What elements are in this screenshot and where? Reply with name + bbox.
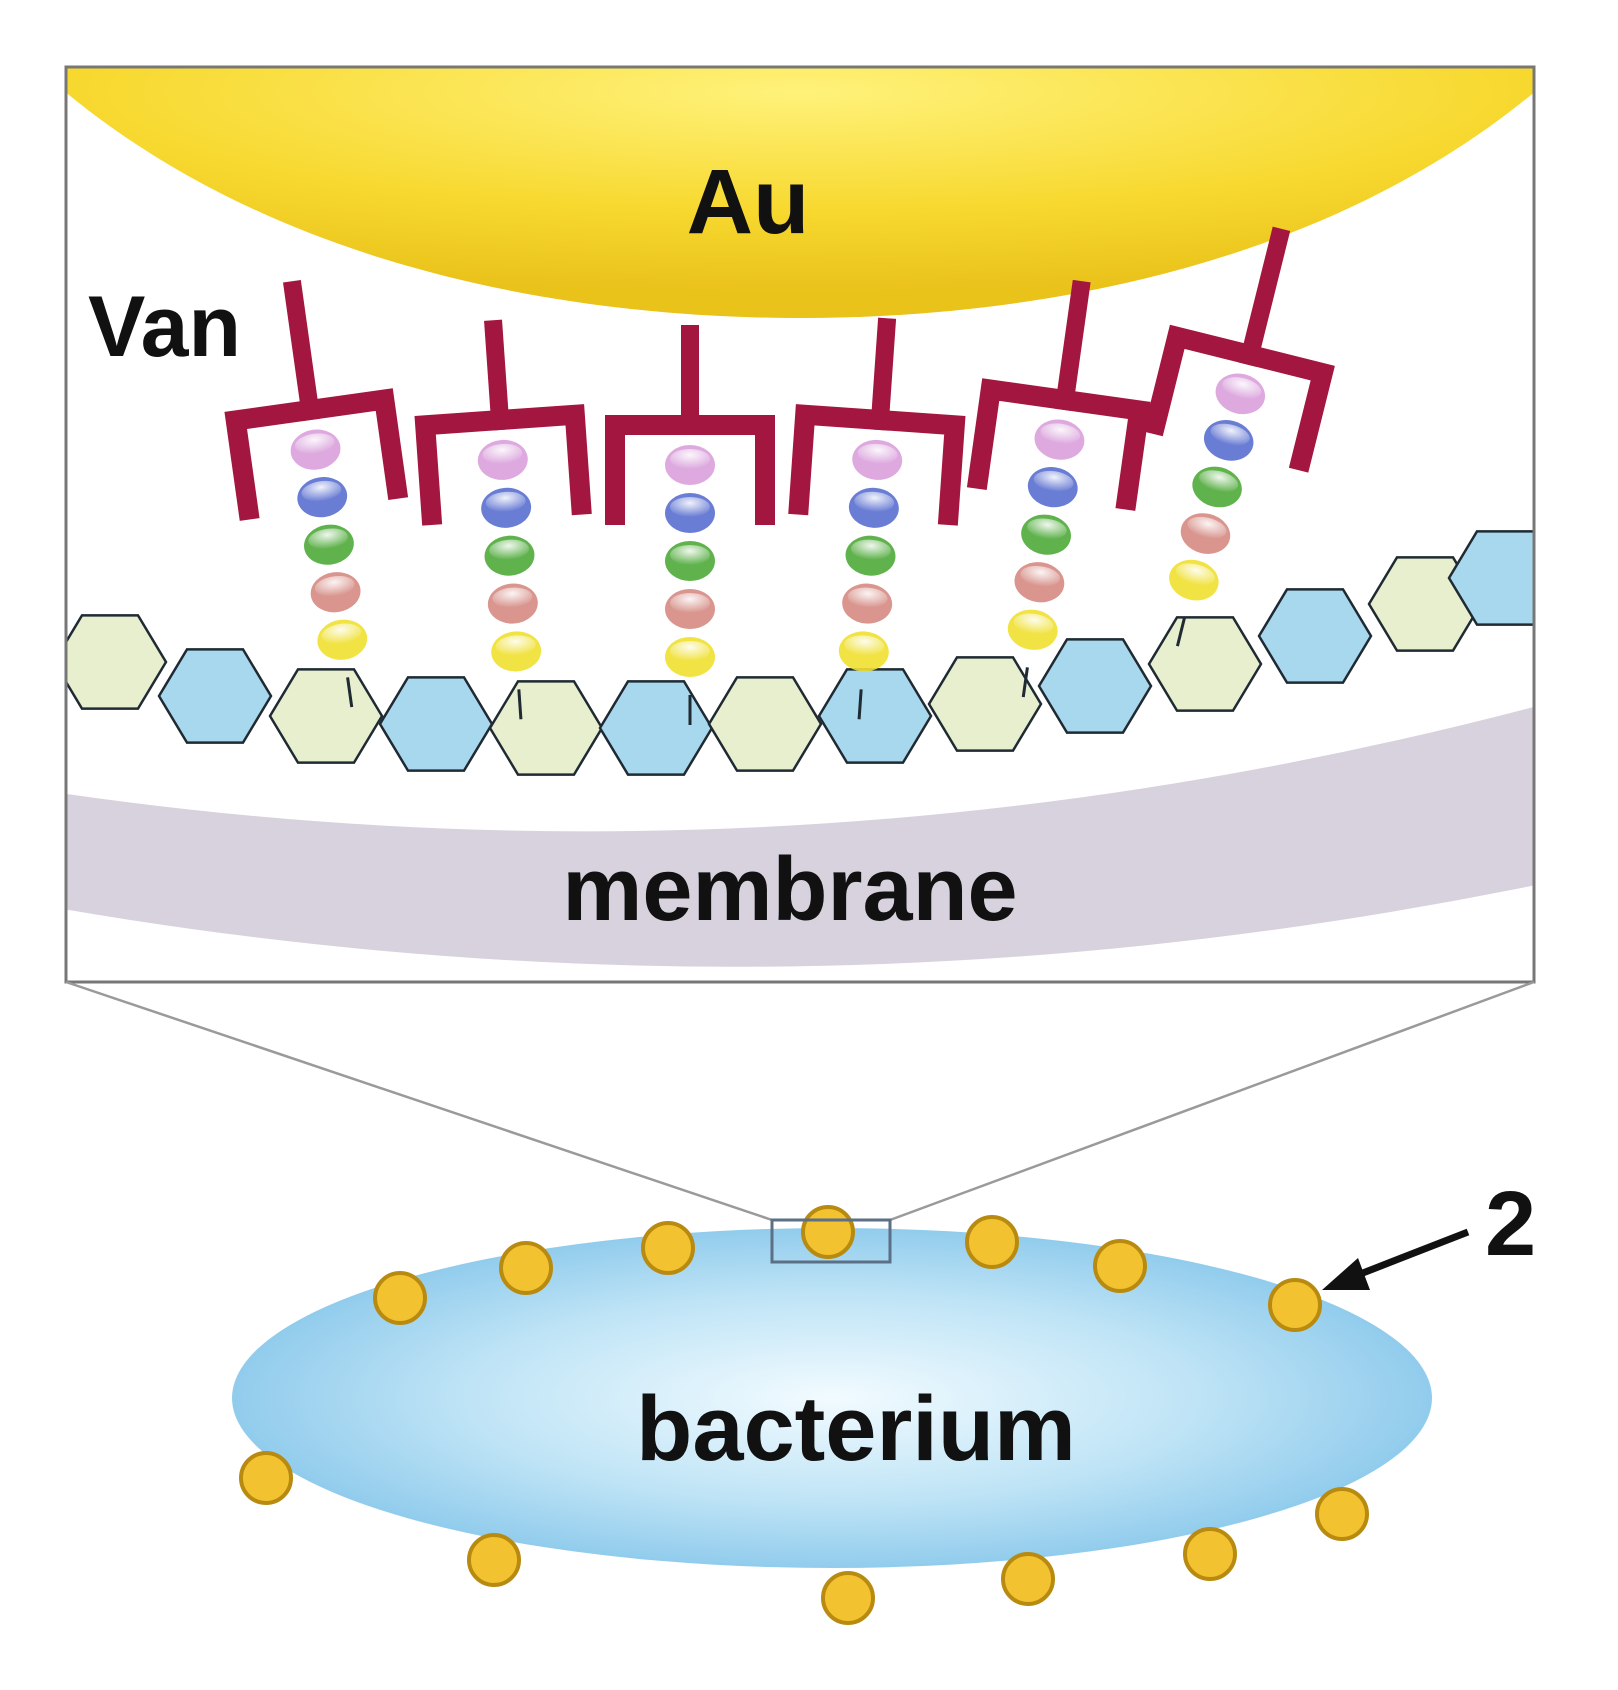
vancomycin-receptor-icon — [605, 325, 775, 525]
gold-particle — [965, 1215, 1019, 1269]
peptidoglycan-hexagon — [1147, 616, 1263, 712]
peptide-linker — [1175, 616, 1187, 647]
peptide-linker — [1021, 667, 1029, 698]
gold-particle — [641, 1221, 695, 1275]
gold-particle — [1183, 1527, 1237, 1581]
vancomycin-label: Van — [88, 279, 241, 375]
gold-nanoparticle-surface — [66, 67, 1534, 318]
vancomycin-receptor-icon — [788, 317, 966, 526]
peptide-stalks — [346, 616, 1187, 725]
peptide-linker — [346, 677, 354, 708]
callout-number-label: 2 — [1485, 1173, 1536, 1275]
bacterium-label: bacterium — [636, 1378, 1076, 1480]
gold-particle — [1268, 1278, 1322, 1332]
vancomycin-receptors — [224, 226, 1335, 526]
gold-particle — [1001, 1552, 1055, 1606]
gold-particle — [801, 1205, 855, 1259]
zoom-inset-panel — [66, 67, 1534, 982]
peptidoglycan-hexagon — [927, 656, 1043, 752]
peptide-chain-icon — [1169, 373, 1266, 601]
gold-particle — [467, 1533, 521, 1587]
zoom-line-left — [65, 980, 773, 1222]
gold-particle — [1093, 1239, 1147, 1293]
zoom-line-right — [889, 980, 1535, 1222]
vancomycin-receptor-icon — [224, 280, 409, 521]
peptidoglycan-hexagon — [707, 676, 823, 772]
bacterium-body — [232, 1228, 1432, 1568]
peptide-chain-icon — [838, 439, 903, 672]
peptidoglycan-hexagon — [817, 668, 933, 764]
gold-particle — [1315, 1487, 1369, 1541]
peptide-chain-icon — [477, 439, 542, 672]
peptidoglycan-chain — [66, 530, 1534, 776]
peptide-linker — [517, 689, 523, 720]
peptidoglycan-hexagon — [66, 614, 168, 710]
peptidoglycan-hexagon — [157, 648, 273, 744]
peptide-linker — [857, 689, 863, 720]
zoom-source-box — [770, 1218, 892, 1264]
gold-particle — [821, 1571, 875, 1625]
vancomycin-receptor-icon — [414, 319, 592, 526]
arrow-icon — [1322, 1228, 1470, 1290]
gold-particle — [239, 1451, 293, 1505]
peptide-chain-icon — [1007, 419, 1085, 650]
peptidoglycan-hexagon — [268, 668, 384, 764]
peptide-chain-icon — [290, 429, 368, 660]
peptidoglycan-hexagon — [378, 676, 494, 772]
peptidoglycan-hexagon — [1037, 638, 1153, 734]
peptidoglycan-hexagon — [488, 680, 604, 776]
vancomycin-receptor-icon — [1143, 226, 1335, 473]
gold-particle — [373, 1271, 427, 1325]
zoom-box-frame — [64, 65, 1536, 984]
vancomycin-receptor-icon — [966, 279, 1151, 511]
membrane-band — [66, 706, 1534, 967]
peptide-chains — [290, 373, 1266, 677]
gold-label: Au — [687, 151, 810, 253]
peptide-chain-icon — [665, 445, 715, 677]
gold-particle — [499, 1241, 553, 1295]
peptidoglycan-hexagon — [598, 680, 714, 776]
membrane-label: membrane — [562, 840, 1017, 940]
peptidoglycan-hexagon — [1257, 588, 1373, 684]
